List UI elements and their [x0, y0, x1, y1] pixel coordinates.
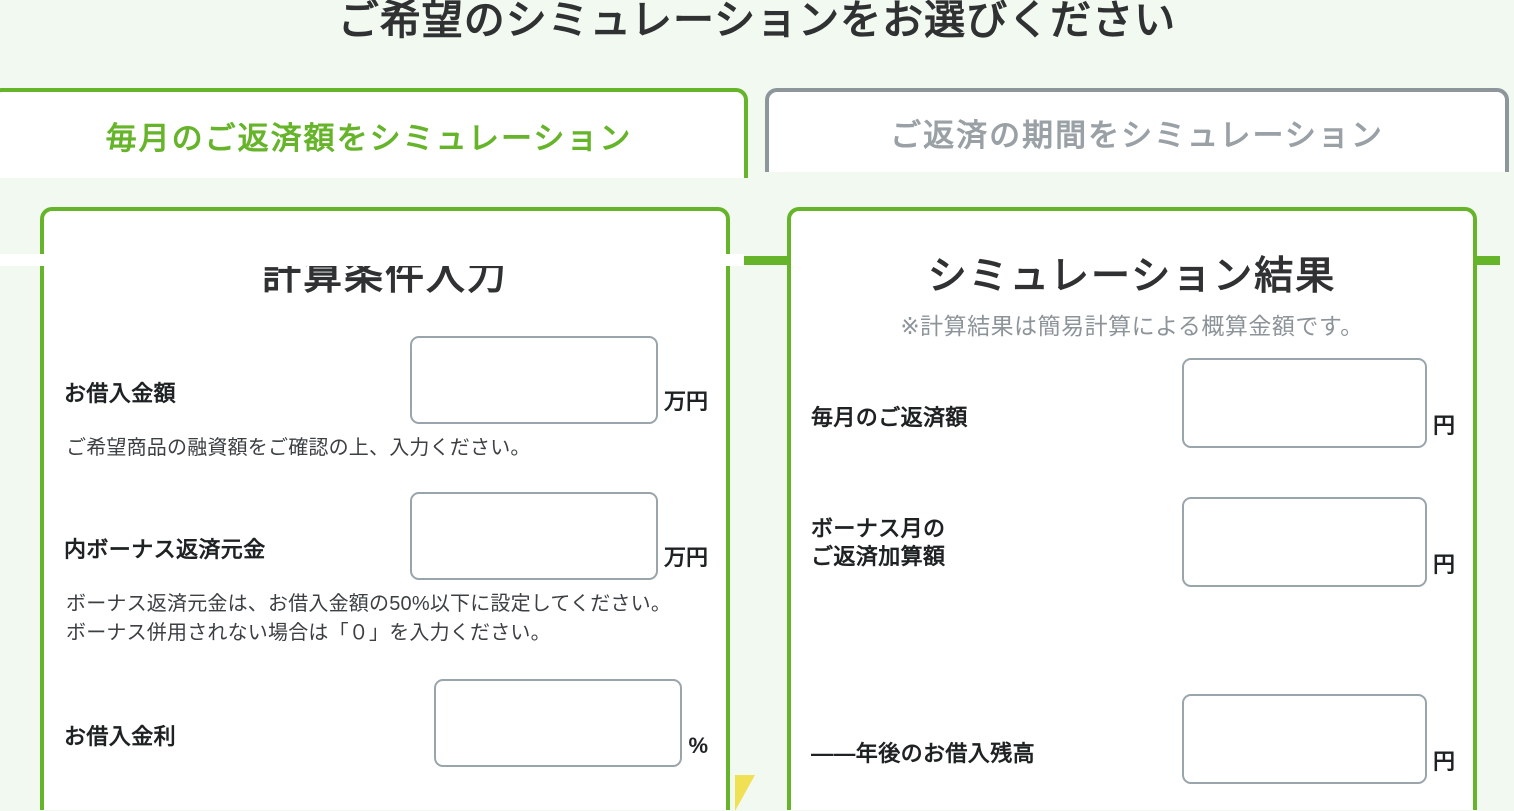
- simulation-result-title: シミュレーション結果: [927, 255, 1337, 298]
- calculation-input-panel: 計算条件入力 お借入金額 万円 ご希望商品の融資額をご確認の上、入力ください。 …: [40, 207, 730, 810]
- bonus-addition-unit: 円: [1432, 552, 1455, 577]
- field-row-bonus-addition: ボーナス月の ご返済加算額 円: [791, 497, 1473, 587]
- field-row-loan-amount: お借入金額 万円: [44, 336, 726, 424]
- loan-amount-unit: 万円: [663, 389, 708, 414]
- tab-repayment-period-label: ご返済の期間をシミュレーション: [890, 117, 1384, 153]
- field-row-interest-rate: お借入金利 %: [44, 679, 726, 768]
- simulation-result-panel: シミュレーション結果 ※計算結果は簡易計算による概算金額です。 毎月のご返済額 …: [787, 207, 1477, 810]
- bonus-principal-input[interactable]: [409, 492, 658, 581]
- bonus-addition-label: ボーナス月の ご返済加算額: [811, 515, 946, 569]
- tab-monthly-payment-label: 毎月のご返済額をシミュレーション: [105, 120, 633, 156]
- monthly-repayment-unit: 円: [1432, 413, 1455, 438]
- interest-rate-label: お借入金利: [64, 724, 177, 750]
- monthly-repayment-label: 毎月のご返済額: [811, 404, 968, 430]
- bonus-principal-note: ボーナス返済元金は、お借入金額の50%以下に設定してください。 ボーナス併用され…: [66, 593, 672, 644]
- tab-underline-bar: [0, 256, 1500, 265]
- interest-rate-unit: %: [688, 733, 708, 759]
- tab-monthly-payment-simulation[interactable]: 毎月のご返済額をシミュレーション: [0, 88, 748, 178]
- loan-amount-label: お借入金額: [64, 380, 177, 406]
- simulation-result-subtitle: ※計算結果は簡易計算による概算金額です。: [900, 313, 1364, 339]
- active-tab-seam: [0, 254, 744, 266]
- simulation-tabs: 毎月のご返済額をシミュレーション ご返済の期間をシミュレーション: [0, 88, 1514, 266]
- page-title: ご希望のシミュレーションをお選びください: [337, 0, 1177, 43]
- tab-repayment-period-simulation[interactable]: ご返済の期間をシミュレーション: [765, 88, 1509, 172]
- interest-rate-input[interactable]: [434, 679, 683, 768]
- field-row-monthly-repayment: 毎月のご返済額 円: [791, 358, 1473, 448]
- remaining-balance-label: ――年後のお借入残高: [811, 740, 1036, 766]
- loan-amount-note: ご希望商品の融資額をご確認の上、入力ください。: [66, 437, 531, 459]
- pointer-triangle-icon: [735, 775, 755, 811]
- remaining-balance-output[interactable]: [1181, 694, 1427, 784]
- bonus-addition-output[interactable]: [1181, 497, 1427, 587]
- bonus-principal-unit: 万円: [663, 545, 708, 571]
- loan-amount-input[interactable]: [409, 336, 658, 424]
- bonus-principal-label: 内ボーナス返済元金: [64, 537, 266, 563]
- monthly-repayment-output[interactable]: [1181, 358, 1427, 448]
- remaining-balance-unit: 円: [1432, 749, 1455, 774]
- field-row-remaining-balance: ――年後のお借入残高 円: [791, 694, 1473, 784]
- field-row-bonus-principal: 内ボーナス返済元金 万円: [44, 492, 726, 581]
